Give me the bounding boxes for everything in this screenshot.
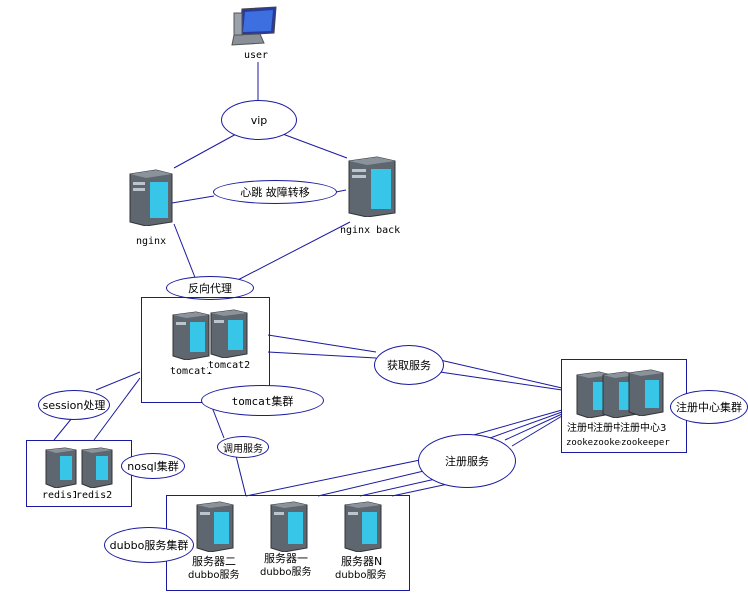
vip-label: vip	[250, 113, 268, 127]
line-register-dubbo-2	[317, 469, 429, 497]
registry3-sub: zookeeper	[621, 437, 670, 449]
heartbeat-label: 心跳 故障转移	[240, 186, 310, 199]
registry3-label: 注册中心3	[620, 423, 667, 435]
nginx-label: nginx	[136, 236, 167, 247]
redis1-server-icon	[45, 447, 77, 488]
nosql-oval: nosql集群	[121, 453, 185, 479]
dubbo-server1-sub: dubbo服务	[260, 567, 312, 578]
line-session-redis-1	[53, 417, 73, 441]
tomcat1-label: tomcat1	[170, 366, 213, 377]
line-nginx-proxy	[173, 223, 197, 281]
dubbo-server2-icon	[196, 501, 234, 552]
get-service-oval: 获取服务	[374, 345, 444, 385]
dubbo-serverN-sub: dubbo服务	[335, 570, 387, 581]
redis1-label: redis1	[42, 490, 79, 501]
redis2-label: redis2	[76, 490, 113, 502]
tomcat2-server-icon	[210, 309, 248, 358]
line-registry-register-4	[511, 415, 563, 447]
dubbo-server1-name: 服务器一	[264, 552, 308, 565]
line-tomcat-redis	[93, 377, 141, 441]
register-service-label: 注册服务	[445, 455, 489, 468]
line-registry-register-2	[489, 411, 563, 439]
registry1-label: 注册中心1	[567, 423, 614, 434]
user-computer-icon	[231, 6, 277, 46]
nginx-back-label: nginx back	[340, 225, 401, 236]
tomcat1-server-icon	[172, 311, 210, 360]
session-label: session处理	[42, 399, 106, 412]
line-nginxback-proxy	[231, 221, 351, 284]
line-register-dubbo-3	[359, 477, 441, 497]
tomcat-cluster-oval: tomcat集群	[201, 385, 324, 416]
line-vip-nginxback	[279, 132, 348, 159]
user-label: user	[244, 50, 269, 61]
line-heartbeat-nginxback	[335, 189, 347, 193]
dubbo-serverN-name: 服务器N	[341, 555, 383, 568]
session-oval: session处理	[38, 390, 110, 420]
line-tomcat-getservice-1	[267, 334, 377, 353]
registry-cluster-oval: 注册中心集群	[670, 390, 748, 424]
line-register-dubbo-4	[391, 483, 449, 497]
registry1-sub: zookeeper	[566, 438, 615, 448]
dubbo-serverN-icon	[344, 501, 382, 552]
tomcat-cluster-label: tomcat集群	[231, 394, 294, 408]
register-service-oval: 注册服务	[418, 434, 516, 488]
vip-oval: vip	[221, 100, 297, 140]
line-registry-register-1	[469, 409, 563, 437]
call-service-oval: 调用服务	[217, 436, 269, 458]
get-service-label: 获取服务	[387, 359, 431, 372]
line-tomcat-session	[95, 371, 141, 391]
line-registry-register-3	[504, 413, 563, 441]
call-service-label: 调用服务	[223, 443, 263, 455]
reverse-proxy-oval: 反向代理	[166, 276, 254, 300]
line-call-dubbo	[235, 455, 247, 497]
tomcat2-label: tomcat2	[208, 360, 251, 372]
reverse-proxy-label: 反向代理	[188, 282, 232, 295]
line-tomcat-getservice-2	[267, 351, 377, 359]
nosql-label: nosql集群	[127, 460, 179, 473]
line-getservice-registry-2	[439, 371, 563, 391]
dubbo-server2-sub: dubbo服务	[188, 570, 240, 581]
dubbo-cluster-label: dubbo服务集群	[109, 539, 189, 552]
line-vip-nginx	[173, 132, 239, 169]
heartbeat-oval: 心跳 故障转移	[213, 180, 337, 204]
dubbo-server2-name: 服务器二	[192, 555, 236, 568]
registry3-server-icon	[628, 369, 664, 416]
dubbo-cluster-oval: dubbo服务集群	[104, 527, 194, 563]
line-heartbeat-nginx	[171, 195, 215, 204]
nginx-back-server-icon	[348, 156, 396, 217]
redis2-server-icon	[81, 447, 113, 488]
registry-cluster-label: 注册中心集群	[676, 401, 742, 414]
nginx-server-icon	[129, 169, 173, 226]
line-register-dubbo-1	[245, 459, 421, 497]
line-getservice-registry-1	[439, 359, 563, 389]
dubbo-server1-icon	[270, 501, 308, 552]
